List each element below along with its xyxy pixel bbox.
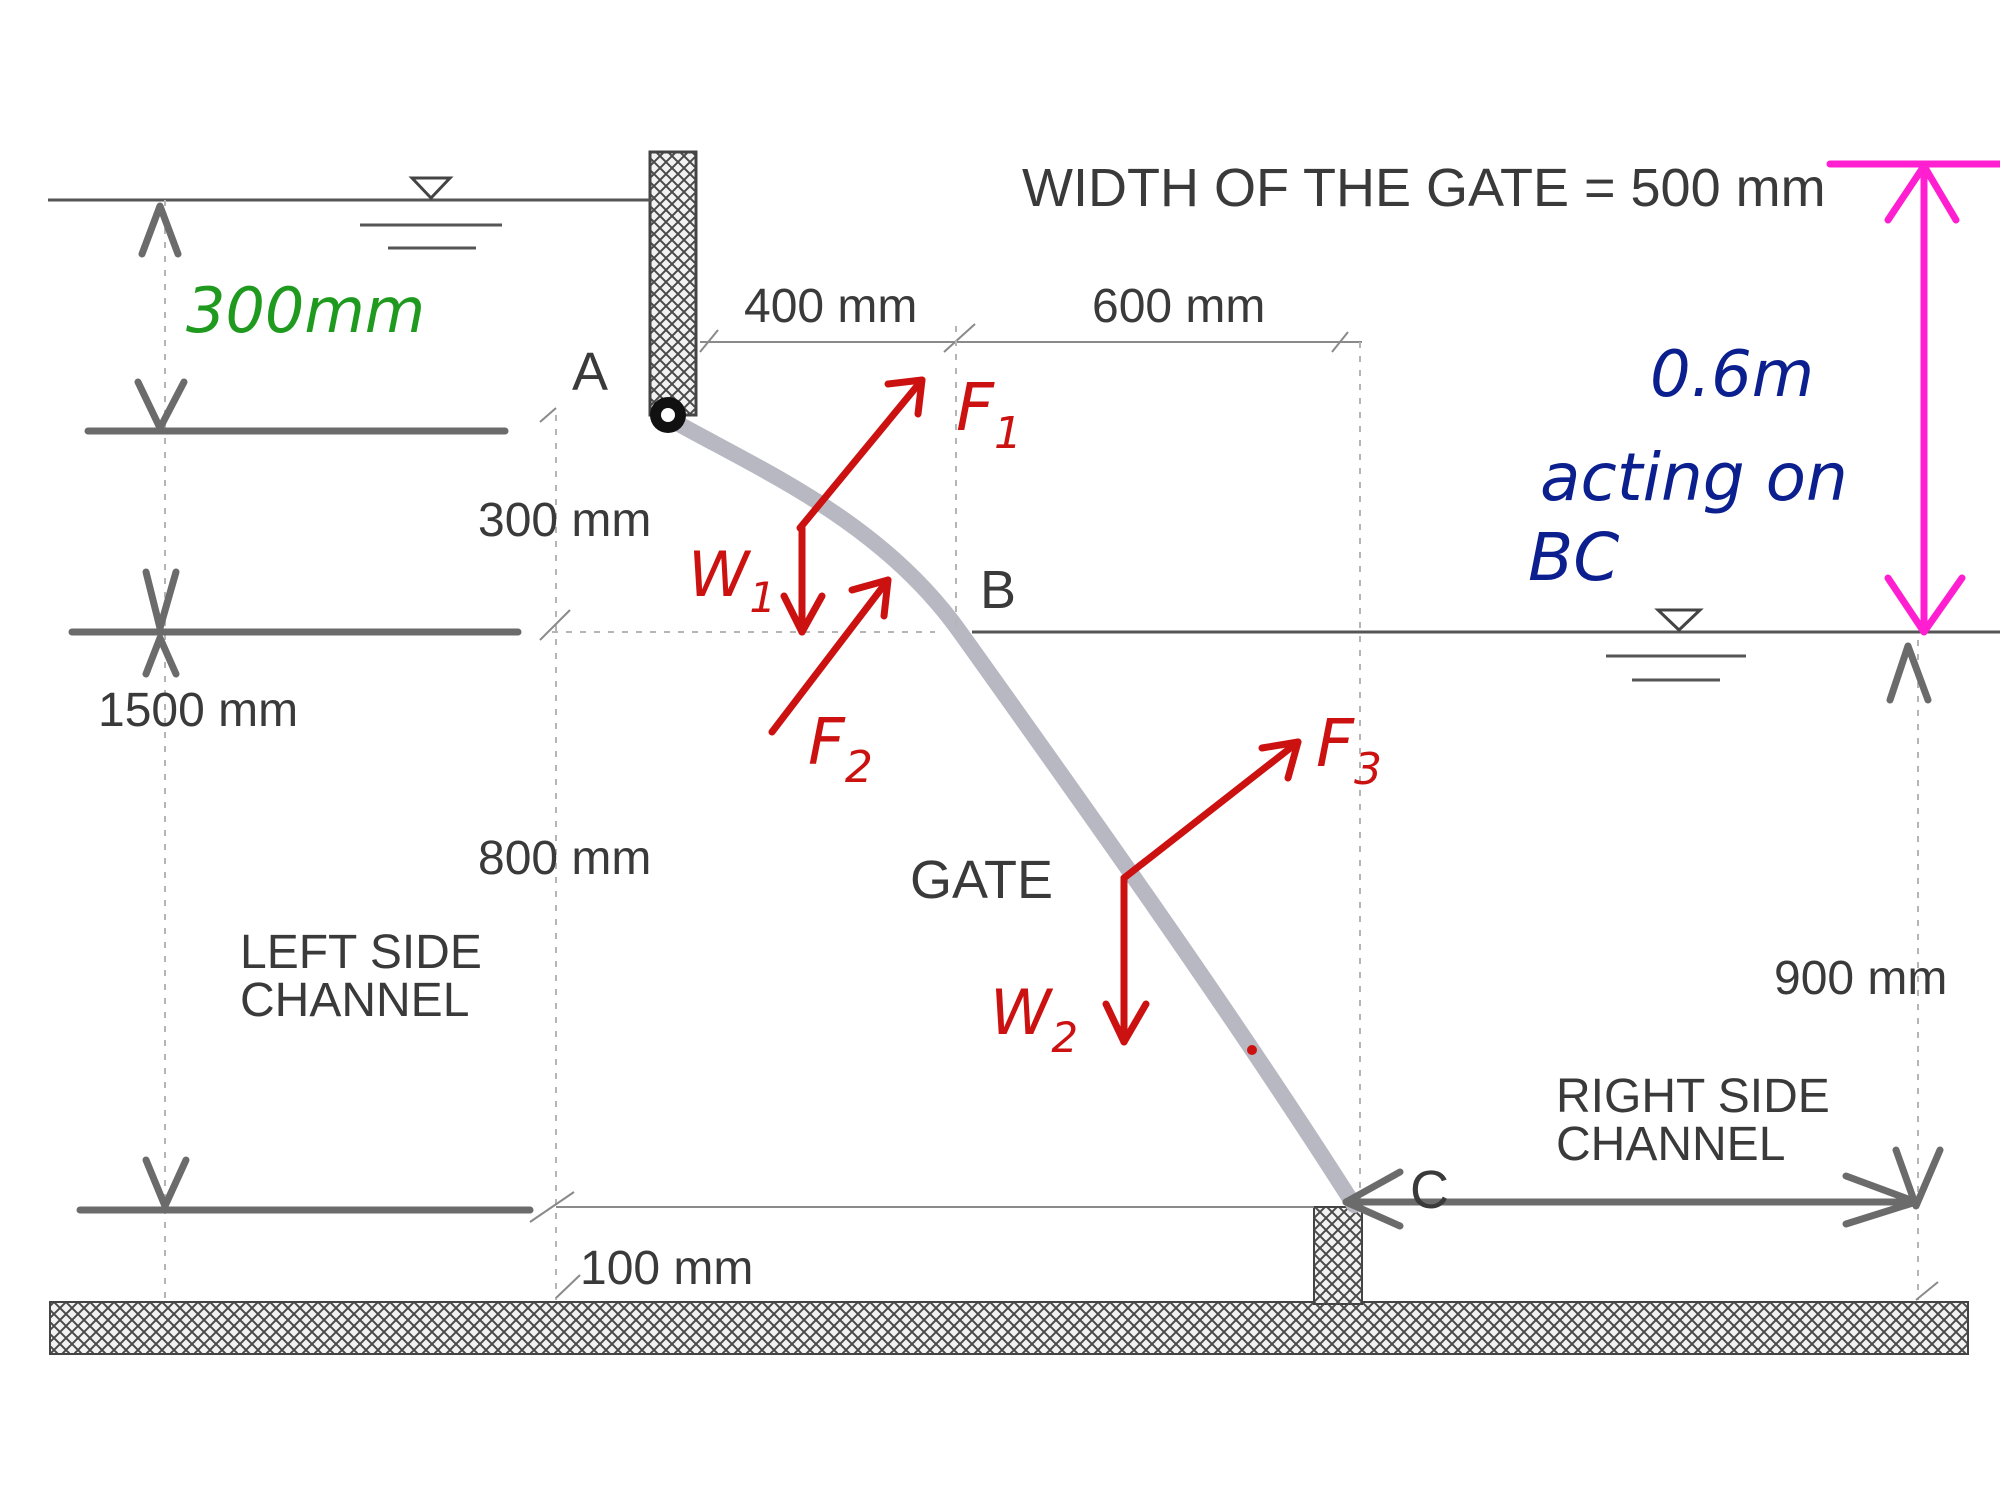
dim-600-label: 600 mm [1092,280,1265,333]
dim-800-label: 800 mm [478,832,651,885]
dim-1500-label: 1500 mm [98,684,298,737]
left-channel-label-1: LEFT SIDE [240,926,482,979]
dim-900-label: 900 mm [1774,952,1947,1005]
weight-w1-arrow [780,524,826,636]
left-water-symbol [360,176,502,250]
dim-400-label: 400 mm [744,280,917,333]
w2-label: W2 [990,976,1078,1062]
channel-floor [49,1301,1969,1355]
left-dim-arrows [134,202,190,1210]
point-c-label: C [1410,1160,1449,1220]
right-900-arrows [1886,642,1944,1210]
w1-label: W1 [688,538,776,622]
force-f2-arrow [768,576,892,736]
gate-width-label: WIDTH OF THE GATE = 500 mm [1022,158,1826,218]
weight-w2-arrow [1102,874,1150,1046]
force-f1-arrow [796,376,926,532]
force-f3-arrow [1120,738,1302,882]
gate-plate [660,410,1362,1213]
gate-label: GATE [910,850,1053,910]
right-channel-label-1: RIGHT SIDE [1556,1070,1830,1123]
blue-note-line-3: BC [1528,519,1619,596]
blue-note-line-1: 0.6m [1650,338,1814,412]
left-wall [648,150,698,417]
point-a-label: A [572,342,608,402]
left-channel-label-2: CHANNEL [240,974,469,1027]
sill-block [1313,1206,1363,1305]
f2-label: F2 [808,706,873,793]
right-water-symbol [1606,608,1746,682]
green-depth-note: 300mm [186,274,425,347]
pink-dimension [1826,160,2000,636]
f1-label: F1 [956,369,1022,459]
dim-100-label: 100 mm [580,1242,753,1295]
dim-300-label: 300 mm [478,494,651,547]
f3-label: F3 [1316,705,1382,795]
point-b-label: B [980,560,1016,620]
gate-marker-dot [1247,1045,1257,1055]
blue-note-line-2: acting on [1540,439,1848,516]
right-channel-label-2: CHANNEL [1556,1118,1785,1171]
